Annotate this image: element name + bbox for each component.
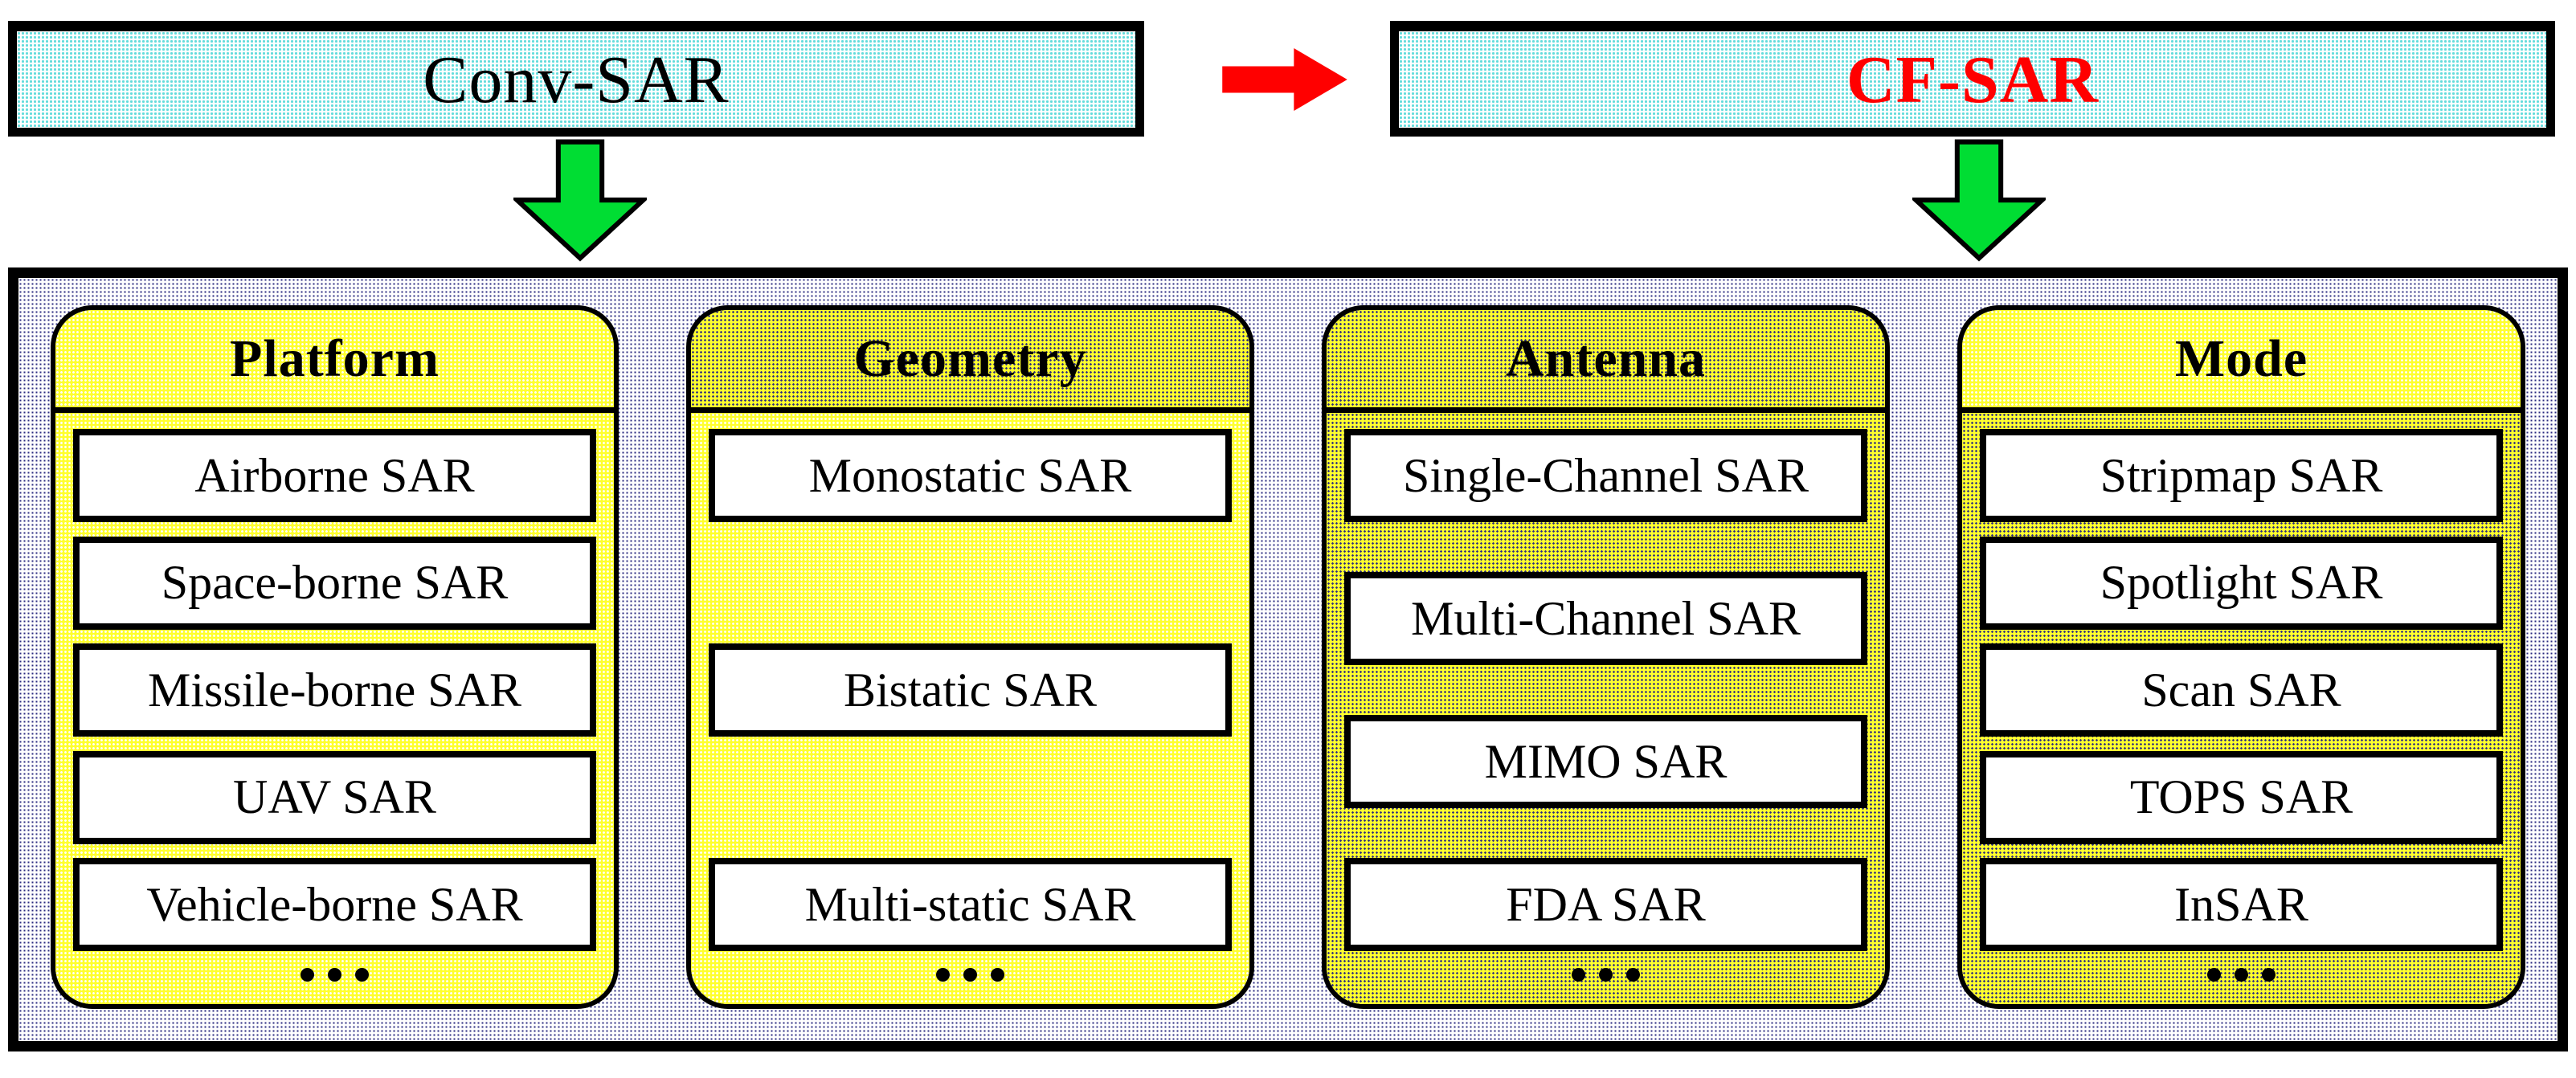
category-body: Stripmap SAR Spotlight SAR Scan SAR TOPS SA… xyxy=(1962,413,2521,1004)
category-item: FDA SAR xyxy=(1344,858,1867,951)
category-item: Space-borne SAR xyxy=(73,536,596,630)
category-header: Antenna xyxy=(1327,310,1885,413)
category-item: Missile-borne SAR xyxy=(73,643,596,737)
ellipsis-dot xyxy=(355,967,369,982)
conv-sar-box: Conv-SAR xyxy=(8,21,1144,137)
down-arrow-icon xyxy=(1912,139,2046,262)
category-item: Spotlight SAR xyxy=(1980,536,2503,630)
category-item: Multi-Channel SAR xyxy=(1344,572,1867,665)
category-header: Geometry xyxy=(691,310,1249,413)
category-item: Scan SAR xyxy=(1980,643,2503,737)
more-items-ellipsis xyxy=(1980,951,2503,998)
ellipsis-dot xyxy=(328,967,341,982)
category-header: Platform xyxy=(55,310,614,413)
category-title: Geometry xyxy=(853,329,1087,388)
category-title: Antenna xyxy=(1505,329,1707,388)
ellipsis-dot xyxy=(991,967,1004,982)
ellipsis-dot xyxy=(1572,967,1585,982)
ellipsis-dot xyxy=(936,967,950,982)
categories-panel: Platform Airborne SAR Space-borne SAR Miss… xyxy=(8,267,2568,1051)
ellipsis-dot xyxy=(963,967,977,982)
category-item: Vehicle-borne SAR xyxy=(73,858,596,951)
down-arrow-icon xyxy=(513,139,647,262)
more-items-ellipsis xyxy=(1344,951,1867,998)
category-items: Monostatic SAR Bistatic SAR Multi-static S… xyxy=(709,429,1232,951)
category-item: TOPS SAR xyxy=(1980,750,2503,844)
category-item: MIMO SAR xyxy=(1344,715,1867,808)
ellipsis-dot xyxy=(1626,967,1640,982)
category-items: Single-Channel SAR Multi-Channel SAR MIMO … xyxy=(1344,429,1867,951)
category-column-geometry: Geometry Monostatic SAR Bistatic SAR Multi… xyxy=(686,305,1254,1009)
category-body: Single-Channel SAR Multi-Channel SAR MIMO … xyxy=(1327,413,1885,1004)
ellipsis-dot xyxy=(301,967,314,982)
category-item: Bistatic SAR xyxy=(709,643,1232,737)
category-column-platform: Platform Airborne SAR Space-borne SAR Miss… xyxy=(51,305,619,1009)
category-items: Stripmap SAR Spotlight SAR Scan SAR TOPS SA… xyxy=(1980,429,2503,951)
more-items-ellipsis xyxy=(709,951,1232,998)
right-arrow-icon xyxy=(1222,48,1347,111)
category-item: Monostatic SAR xyxy=(709,429,1232,522)
ellipsis-dot xyxy=(2235,967,2248,982)
category-title: Mode xyxy=(2174,329,2308,388)
category-item: Single-Channel SAR xyxy=(1344,429,1867,522)
ellipsis-dot xyxy=(1599,967,1613,982)
ellipsis-dot xyxy=(2262,967,2275,982)
category-body: Airborne SAR Space-borne SAR Missile-borne… xyxy=(55,413,614,1004)
category-item: Multi-static SAR xyxy=(709,858,1232,951)
cf-sar-box: CF-SAR xyxy=(1390,21,2555,137)
more-items-ellipsis xyxy=(73,951,596,998)
category-column-mode: Mode Stripmap SAR Spotlight SAR Scan SAR TO… xyxy=(1957,305,2525,1009)
conv-sar-label: Conv-SAR xyxy=(423,42,730,117)
category-header: Mode xyxy=(1962,310,2521,413)
category-item: Airborne SAR xyxy=(73,429,596,522)
category-item: Stripmap SAR xyxy=(1980,429,2503,522)
ellipsis-dot xyxy=(2207,967,2221,982)
category-title: Platform xyxy=(230,329,440,388)
category-items: Airborne SAR Space-borne SAR Missile-borne… xyxy=(73,429,596,951)
category-body: Monostatic SAR Bistatic SAR Multi-static S… xyxy=(691,413,1249,1004)
category-item: InSAR xyxy=(1980,858,2503,951)
cf-sar-label: CF-SAR xyxy=(1846,42,2099,117)
category-column-antenna: Antenna Single-Channel SAR Multi-Channel … xyxy=(1322,305,1890,1009)
category-item: UAV SAR xyxy=(73,750,596,844)
